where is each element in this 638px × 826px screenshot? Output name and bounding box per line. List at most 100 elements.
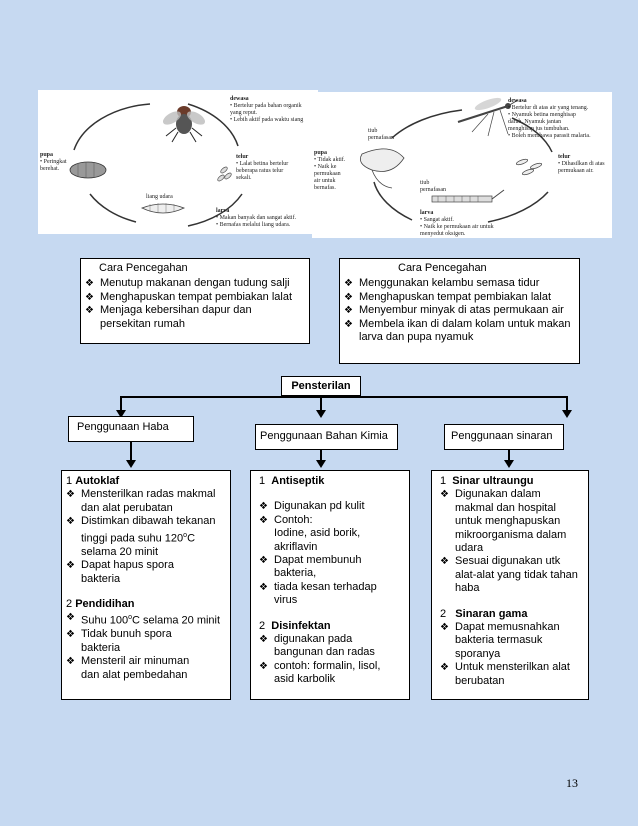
mosquito-pupa-icon bbox=[359, 148, 405, 189]
fly-larva-icon bbox=[140, 203, 186, 214]
list-item: Sesuai digunakan utk alat-alat yang tida… bbox=[440, 555, 582, 595]
chemical-section2-list: digunakan pada bangunan dan radas contoh… bbox=[259, 633, 403, 687]
connector-line bbox=[320, 396, 322, 412]
mosquito-larva-tube-label: tiub pernafasan bbox=[420, 180, 446, 193]
adult-fly-icon bbox=[162, 106, 206, 143]
fly-pupa-icon bbox=[69, 161, 107, 179]
radiation-section2-title: Sinaran gama bbox=[455, 607, 528, 620]
adult-mosquito-icon bbox=[457, 97, 519, 137]
mosquito-pupa-item: bernafas. bbox=[314, 185, 336, 191]
prevention-right-list: Menggunakan kelambu semasa tidur Menghap… bbox=[344, 277, 575, 344]
list-item: Menyembur minyak di atas permukaan air bbox=[344, 304, 575, 318]
heat-section1-title: Autoklaf bbox=[75, 475, 120, 487]
chemical-section1-list-b: Dapat membunuh bakteria, tiada kesan ter… bbox=[259, 554, 403, 608]
mosquito-pupa-item: air untuk bbox=[314, 178, 336, 184]
chemical-section2-heading: 2 Disinfektan bbox=[259, 620, 403, 633]
mosquito-life-cycle-diagram: dewasa • Bertelur di atas air yang tenan… bbox=[312, 92, 612, 238]
prevention-left-title: Cara Pencegahan bbox=[99, 262, 188, 274]
fly-pupa-title: pupa bbox=[40, 152, 54, 158]
list-item: tiada kesan terhadap virus bbox=[259, 581, 403, 608]
mosquito-pupa-item: permukaan bbox=[314, 171, 341, 177]
prevention-right-box: Cara Pencegahan Menggunakan kelambu sema… bbox=[339, 258, 580, 364]
mosquito-pupa-item: • Tidak aktif. bbox=[314, 157, 346, 163]
chemical-example-text: Iodine, asid borik, akriflavin bbox=[274, 527, 361, 553]
mosquito-larva-item: • Naik ke permukaan air untuk bbox=[420, 224, 494, 230]
fly-egg-item: sekali. bbox=[236, 175, 252, 181]
mosquito-pupa-item: • Naik ke bbox=[314, 164, 337, 170]
mosquito-adult-text: dewasa • Bertelur di atas air yang tenan… bbox=[508, 98, 591, 140]
list-item: Menjaga kebersihan dapur dan persekitan … bbox=[85, 304, 303, 331]
connector-line bbox=[120, 396, 568, 398]
mosquito-adult-item: • Nyamuk betina menghisap bbox=[508, 112, 576, 118]
method-radiation-label: Penggunaan sinaran bbox=[451, 430, 553, 442]
fly-larva-item: • Makan banyak dan sangat aktif. bbox=[216, 215, 297, 221]
mosquito-pupa-title: pupa bbox=[314, 150, 328, 156]
sterilization-title-box: Pensterilan bbox=[281, 376, 361, 396]
mosquito-cycle-illustration bbox=[359, 97, 553, 223]
fly-adult-title: dewasa bbox=[230, 96, 249, 102]
radiation-section1-number: 1 bbox=[440, 475, 447, 487]
list-item: Menghapuskan tempat pembiakan lalat bbox=[344, 291, 575, 305]
fly-larva-item: • Bernafas melalui liang udara. bbox=[216, 222, 291, 228]
list-item: Contoh: bbox=[259, 514, 403, 528]
mosquito-egg-title: telur bbox=[558, 154, 571, 160]
list-item: Digunakan pd kulit bbox=[259, 500, 403, 514]
chemical-section1-list: Digunakan pd kulit Contoh: bbox=[259, 500, 403, 527]
list-item: Tidak bunuh spora bakteria bbox=[66, 628, 226, 655]
connector-line bbox=[120, 396, 122, 412]
list-item: Menutup makanan dengan tudung salji bbox=[85, 277, 303, 291]
list-item: digunakan pada bangunan dan radas bbox=[259, 633, 403, 660]
mosquito-pupa-text: pupa • Tidak aktif. • Naik ke permukaan … bbox=[314, 150, 345, 192]
heat-section2-number: 2 bbox=[66, 597, 76, 610]
connector-line bbox=[130, 442, 132, 460]
fly-adult-item: • Lebih aktif pada waktu siang bbox=[230, 117, 304, 123]
mosquito-larva-item: • Sangat aktif. bbox=[420, 217, 454, 223]
list-item: Digunakan dalam makmal dan hospital untu… bbox=[440, 488, 582, 555]
heat-details-box: 1 Autoklaf Mensterilkan radas makmal dan… bbox=[61, 470, 231, 700]
method-heat-box: Penggunaan Haba bbox=[68, 416, 194, 442]
fly-egg-title: telur bbox=[236, 154, 249, 160]
list-item: Membela ikan di dalam kolam untuk makan … bbox=[344, 318, 575, 345]
mosquito-pupa-tube-label: tiub pernafasan bbox=[368, 128, 394, 141]
heat-autoclave-tail: C selama 20 minit bbox=[81, 532, 196, 558]
mosquito-larva-icon bbox=[431, 189, 505, 203]
list-item: Suhu 100oC selama 20 minit bbox=[66, 611, 226, 628]
method-chemical-label: Penggunaan Bahan Kimia bbox=[260, 430, 388, 442]
heat-section2-list: Suhu 100oC selama 20 minit Tidak bunuh s… bbox=[66, 611, 226, 682]
chemical-section1-number: 1 bbox=[259, 475, 266, 487]
fly-adult-item: • Bertelur pada bahan organik bbox=[230, 103, 302, 109]
chemical-section1-title: Antiseptik bbox=[271, 475, 325, 487]
heat-section2-heading: 2 Pendidihan bbox=[66, 598, 226, 611]
list-item: Distimkan dibawah tekanan tinggi pada su… bbox=[66, 515, 226, 559]
connector-line bbox=[508, 450, 510, 460]
list-item: Dapat memusnahkan bakteria termasuk spor… bbox=[440, 621, 582, 661]
radiation-section2-heading: 2 Sinaran gama bbox=[440, 608, 582, 621]
fly-larva-title: larva bbox=[216, 208, 230, 214]
radiation-section1-heading: 1 Sinar ultraungu bbox=[440, 475, 582, 488]
heat-section1-heading: 1 Autoklaf bbox=[66, 475, 226, 488]
arrow-down-icon bbox=[316, 460, 326, 468]
arrow-down-icon bbox=[116, 410, 126, 418]
radiation-section1-list: Digunakan dalam makmal dan hospital untu… bbox=[440, 488, 582, 595]
connector-line bbox=[320, 450, 322, 460]
heat-boil-temp: Suhu 100 bbox=[81, 614, 129, 627]
prevention-left-box: Cara Pencegahan Menutup makanan dengan t… bbox=[80, 258, 310, 344]
fly-egg-item: beberapa ratus telur bbox=[236, 168, 284, 174]
radiation-section2-number: 2 bbox=[440, 607, 447, 620]
list-item: contoh: formalin, lisol, asid karbolik bbox=[259, 660, 403, 687]
mosquito-adult-item: • Bertelur di atas air yang tenang. bbox=[508, 105, 589, 111]
fly-eggs-icon bbox=[217, 166, 232, 182]
list-item: Mensterilkan radas makmal dan alat perub… bbox=[66, 488, 226, 515]
connector-line bbox=[566, 396, 568, 412]
degree-sup: o bbox=[128, 614, 133, 622]
degree-sup: o bbox=[183, 531, 188, 539]
radiation-section2-list: Dapat memusnahkan bakteria termasuk spor… bbox=[440, 621, 582, 688]
list-item: Menggunakan kelambu semasa tidur bbox=[344, 277, 575, 291]
list-item: Untuk mensterilkan alat berubatan bbox=[440, 661, 582, 688]
fly-egg-item: • Lalat betina bertelur bbox=[236, 161, 289, 167]
mosquito-adult-item: darah. Nyamuk jantan bbox=[508, 119, 562, 125]
prevention-left-list: Menutup makanan dengan tudung salji Meng… bbox=[85, 277, 303, 331]
heat-boil-tail: C selama 20 minit bbox=[132, 614, 221, 627]
list-item: Dapat hapus spora bakteria bbox=[66, 559, 226, 586]
arrow-down-icon bbox=[562, 410, 572, 418]
